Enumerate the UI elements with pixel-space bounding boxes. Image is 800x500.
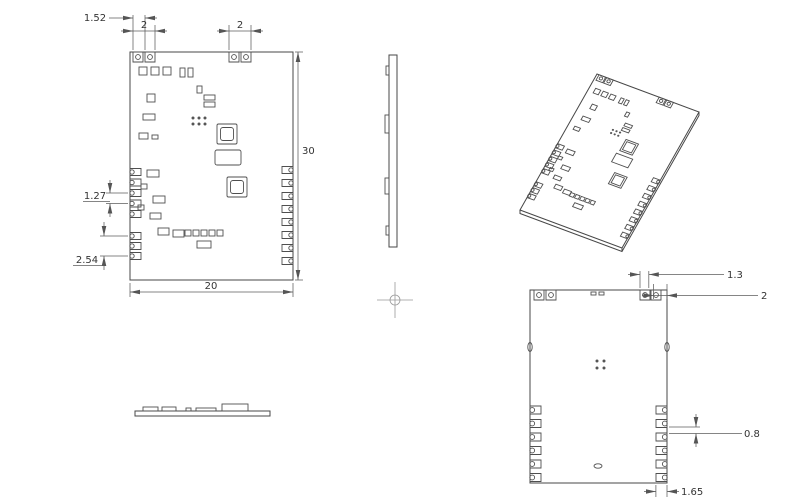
dim-back-corner-offset-label: 1.65 [681,487,703,498]
dim-board-height: 30 [295,51,315,281]
side-board-outline [388,54,398,248]
dim-right-tab-width-label: 2 [237,20,243,31]
dim-tab-offset: 1.52 [84,13,157,50]
dim-pin-pitch-label: 1.27 [84,191,106,202]
dim-back-tab-width-label: 2 [761,291,767,302]
dim-right-tab-width: 2 [217,20,263,50]
bottom-view [134,403,271,417]
bottom-components [142,403,249,412]
iso-board-thickness [519,112,700,253]
front-view: 1.52 2 2 30 1.27 [73,13,315,297]
front-components [137,66,248,249]
dim-left-tab-width-label: 2 [141,20,147,31]
dim-tab-offset-label: 1.52 [84,13,106,24]
back-features [527,291,670,469]
dim-back-pad-gap-label: 0.8 [744,429,760,440]
side-view [384,54,398,248]
dim-back-pad-gap: 0.8 [669,414,760,447]
dim-left-tab-width: 2 [121,20,167,50]
iso-ic-chip-2 [608,173,627,189]
dim-board-height-label: 30 [302,146,315,157]
dim-back-hole-offset-label: 1.3 [727,270,743,281]
iso-components [533,75,674,220]
dim-board-width-label: 20 [205,281,218,292]
ic-chip-1 [216,123,238,145]
front-board-outline [129,51,294,281]
ic-chip-2 [226,176,248,198]
dim-pin-group-pitch: 2.54 [73,222,128,270]
back-view: 1.3 2 0.8 1.65 [527,270,767,498]
iso-view [520,74,700,248]
dim-pin-group-pitch-label: 2.54 [76,255,98,266]
bottom-board-outline [134,410,271,417]
center-mark [377,282,413,318]
dim-back-hole-offset: 1.3 [628,270,743,288]
side-components [384,65,390,236]
iso-ic-chip-1 [620,139,639,155]
crystal-shield [214,149,242,166]
back-board-outline [529,289,668,484]
iso-crystal-shield [612,153,633,168]
dim-pin-pitch: 1.27 [83,180,128,217]
dim-back-tab-width: 2 [642,284,767,302]
dim-board-width: 20 [129,281,294,297]
iso-board-outline [520,74,699,248]
dim-back-corner-offset: 1.65 [644,485,703,498]
